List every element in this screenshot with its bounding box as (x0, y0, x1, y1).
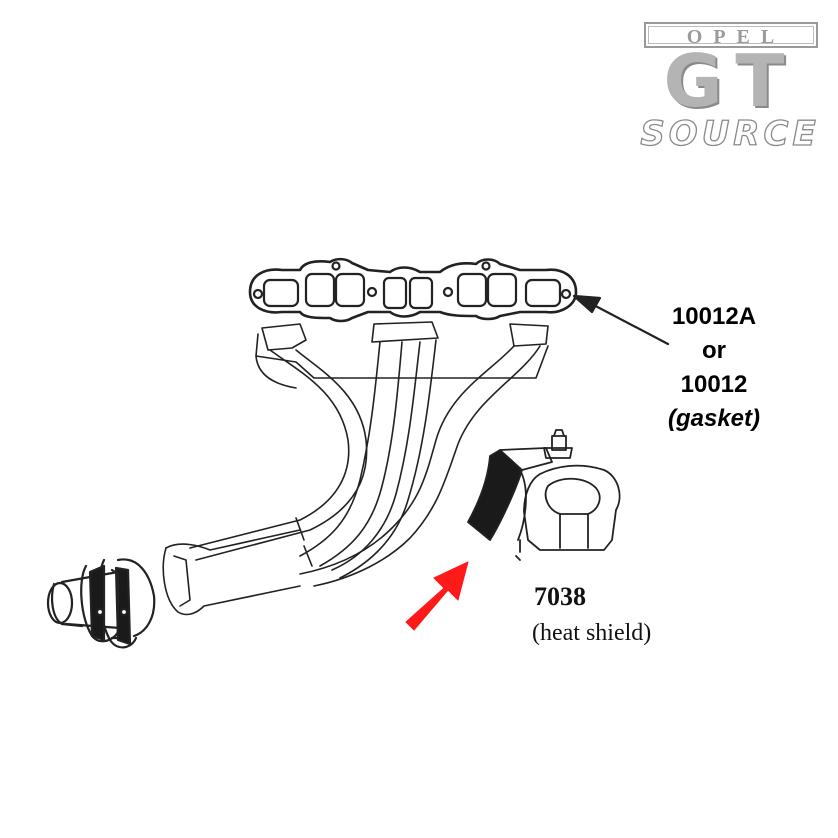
heat-shield-description: (heat shield) (532, 620, 652, 646)
brand-logo-source: SOURCE (640, 113, 820, 154)
brand-logo-opel: OPEL (644, 22, 818, 48)
gasket-part-number: 10012A (671, 303, 757, 330)
heat-shield-assembly (467, 429, 621, 561)
heat-shield-highlight-arrow (405, 561, 469, 631)
brand-logo-gt: GT (663, 39, 799, 123)
exhaust-gasket (248, 257, 578, 323)
exhaust-header (162, 321, 549, 616)
gasket-part-note: (gasket) (667, 405, 761, 432)
gasket-callout-label: 10012A or 10012 (gasket) (636, 300, 792, 436)
gasket-callout-arrow (572, 294, 670, 346)
collector-sleeve (46, 558, 156, 649)
gasket-part-conjunction: or (702, 337, 726, 364)
gasket-part-number-alt: 10012 (680, 371, 748, 398)
heat-shield-part-number: 7038 (534, 582, 586, 611)
